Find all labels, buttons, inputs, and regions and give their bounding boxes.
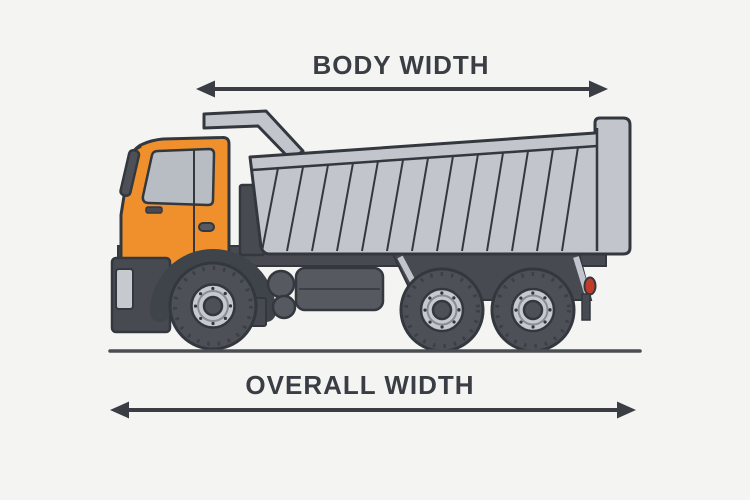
- side-mirror: [119, 148, 141, 197]
- truck-cab: [119, 135, 231, 268]
- window-wiper: [145, 206, 163, 214]
- rear-mud-flap: [581, 293, 591, 321]
- arrow-left-head: [110, 401, 129, 419]
- rear-wheel-back: [490, 267, 576, 353]
- arrow-right-head: [589, 80, 608, 98]
- overall-width-dimension: OVERALL WIDTH: [110, 370, 636, 419]
- rear-wheel-front: [399, 267, 485, 353]
- body-width-arrow: [196, 80, 608, 98]
- bed-rib-slats: [261, 146, 579, 252]
- bumper-step: [115, 268, 134, 310]
- arrow-right-head: [617, 401, 636, 419]
- front-wheel-arch: [150, 249, 276, 322]
- door-handle: [198, 222, 215, 232]
- arrow-left-head: [196, 80, 215, 98]
- overall-width-label: OVERALL WIDTH: [245, 370, 474, 400]
- body-width-label: BODY WIDTH: [312, 50, 489, 80]
- overall-width-arrow: [110, 401, 636, 419]
- bed-rim-line: [251, 144, 598, 172]
- dump-truck-illustration: [108, 109, 642, 353]
- air-tank-lower: [271, 294, 297, 320]
- front-wheel: [168, 261, 258, 351]
- dump-bed-body: [248, 116, 632, 256]
- air-tank-upper: [266, 269, 296, 299]
- body-width-dimension: BODY WIDTH: [196, 50, 608, 98]
- cab-window: [141, 147, 216, 207]
- taillight: [583, 276, 597, 296]
